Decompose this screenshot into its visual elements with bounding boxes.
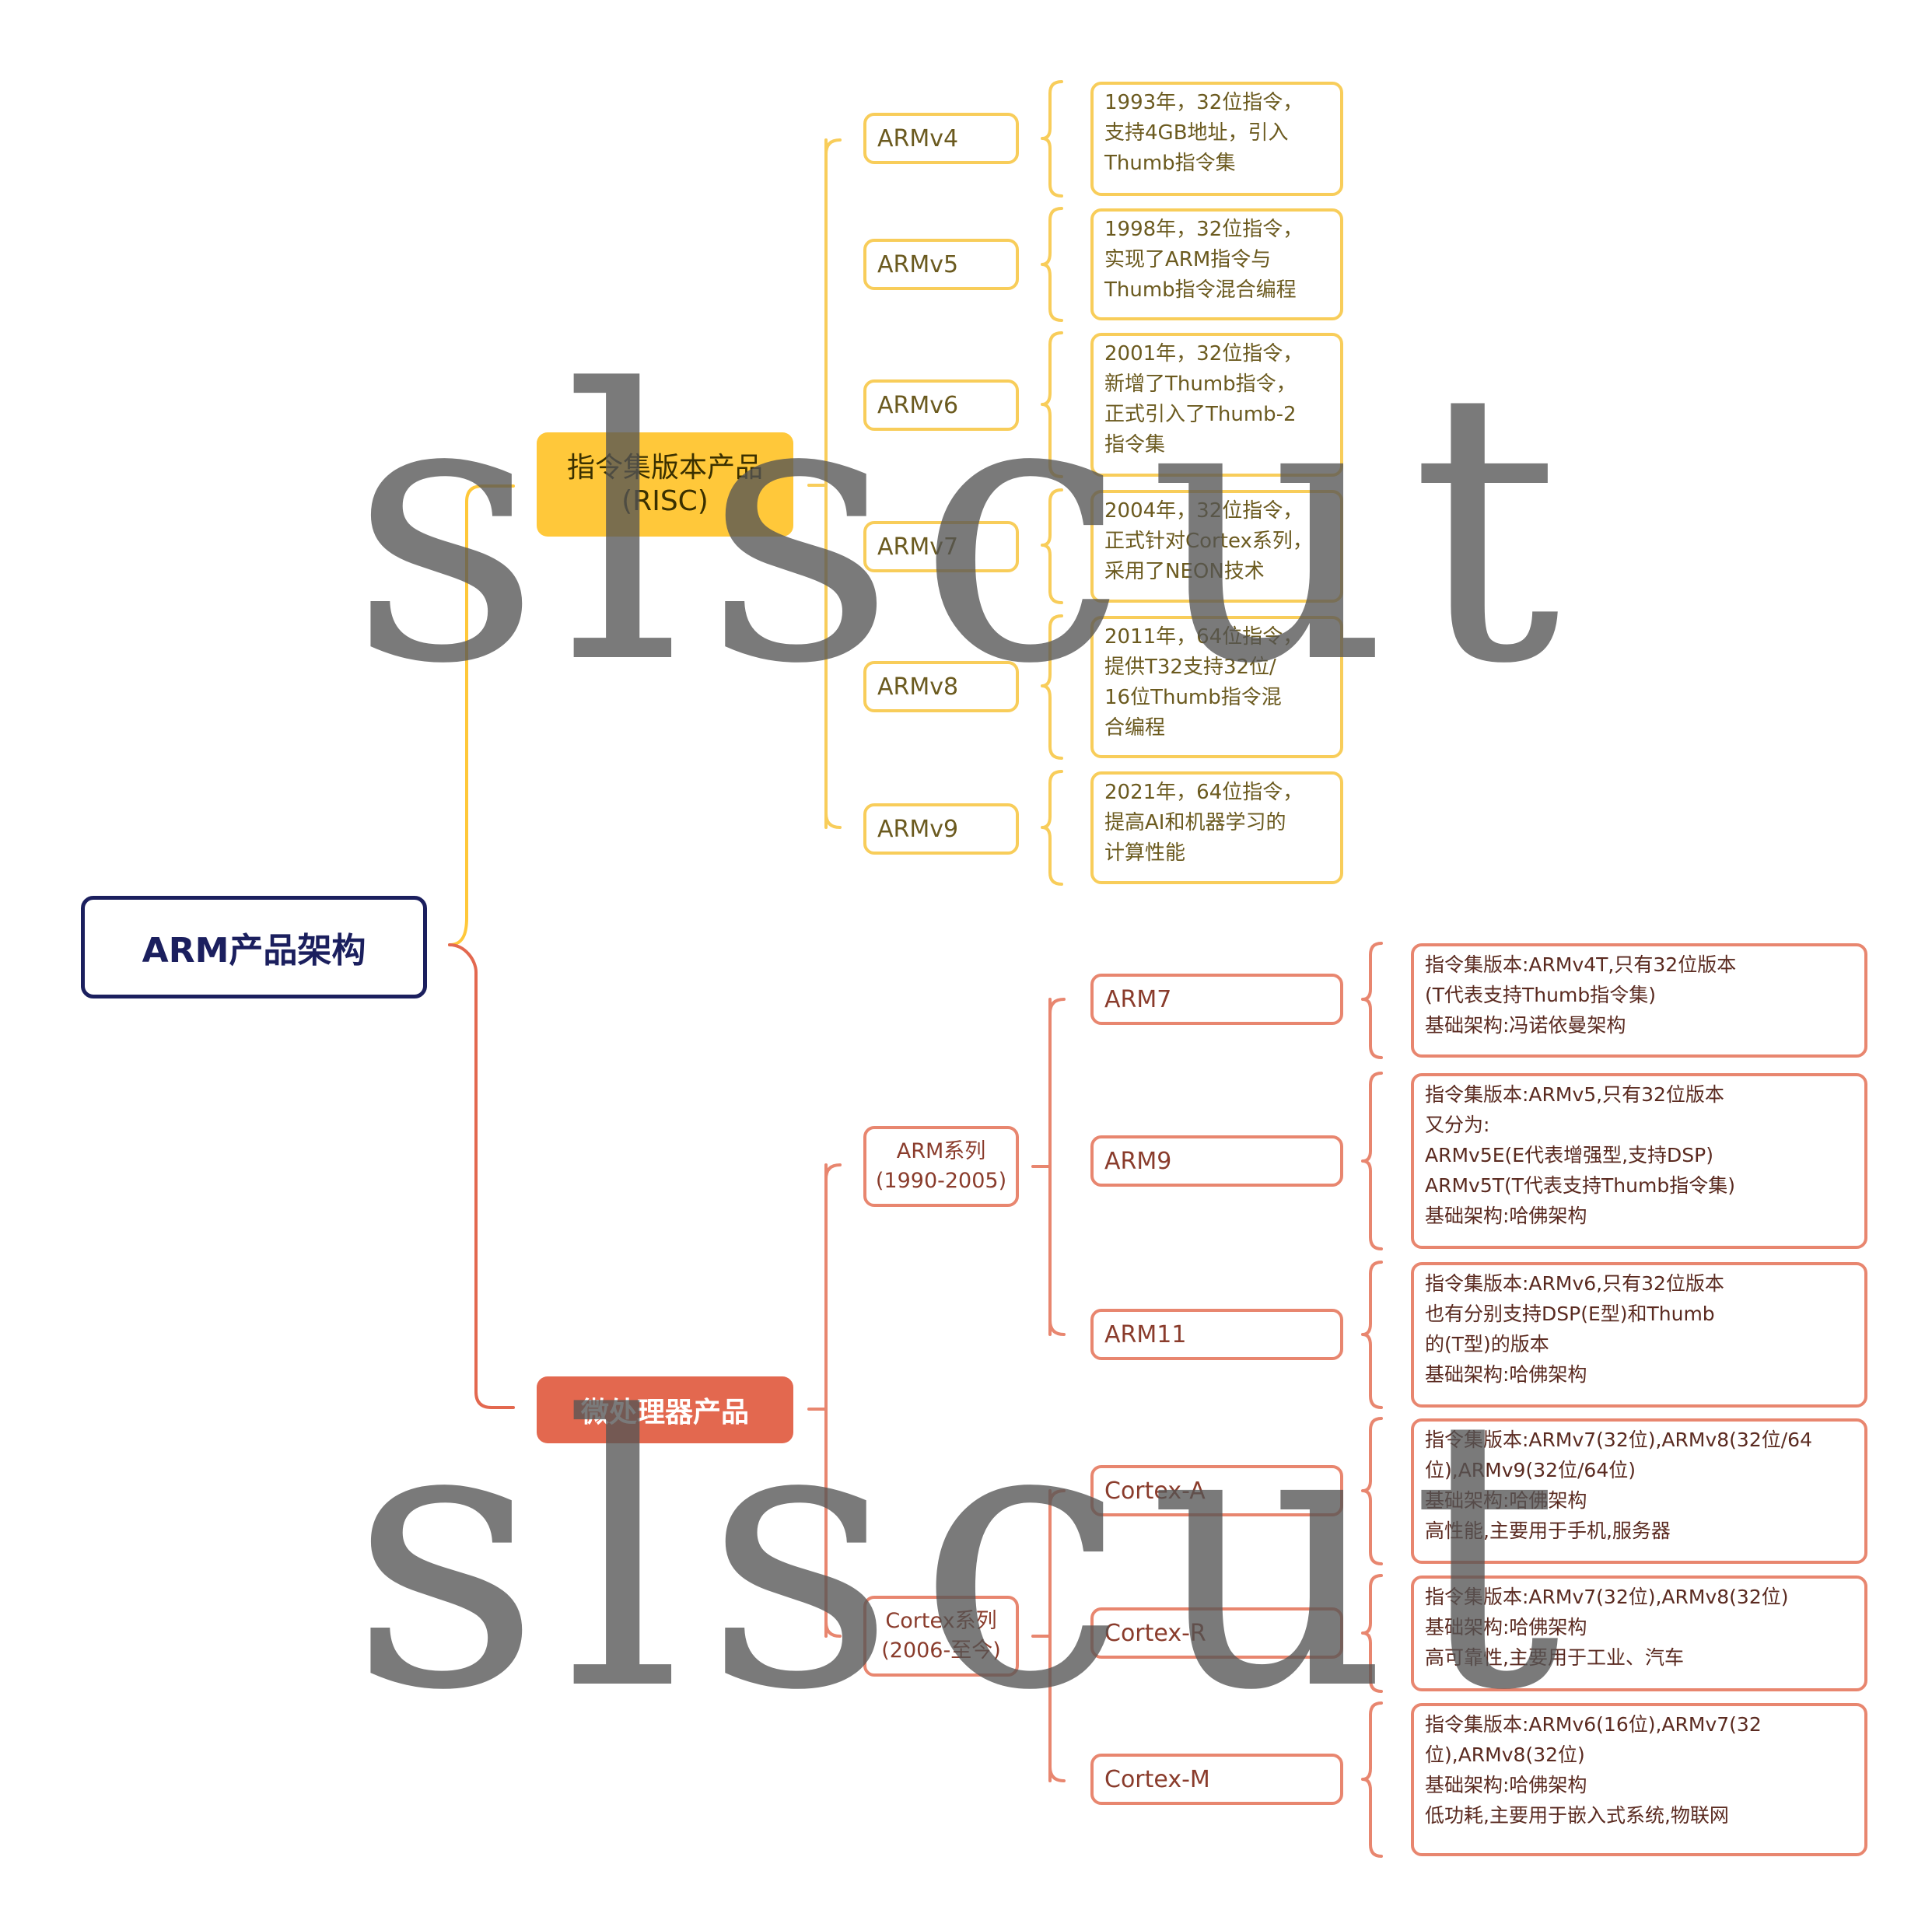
series-label-line: (1990-2005) [875,1169,1007,1193]
version-armv5[interactable]: ARMv5 [863,239,1019,290]
root-node[interactable]: ARM产品架构 [81,896,427,998]
chip-label: ARM7 [1104,985,1172,1013]
version-armv8[interactable]: ARMv8 [863,661,1019,712]
chip-arm9[interactable]: ARM9 [1090,1135,1343,1187]
desc-line: 新增了Thumb指令， [1104,372,1297,396]
desc-line: 指令集版本:ARMv5,只有32位版本 [1425,1083,1724,1106]
desc-line: 合编程 [1104,716,1166,740]
chip-label: ARM11 [1104,1320,1187,1348]
version-label: ARMv4 [877,124,959,152]
series-label-line: ARM系列 [896,1139,986,1163]
chip-arm11[interactable]: ARM11 [1090,1309,1343,1360]
desc-line: 指令集 [1104,433,1166,456]
version-label: ARMv8 [877,673,959,701]
chip-desc-cortex-a: 指令集版本:ARMv7(32位),ARMv8(32位/64 位),ARMv9(3… [1411,1418,1867,1564]
series-label-line: Cortex系列 [885,1609,997,1633]
desc-line: 位),ARMv9(32位/64位) [1425,1459,1636,1481]
desc-line: 高可靠性,主要用于工业、汽车 [1425,1646,1684,1669]
desc-line: 2004年，32位指令， [1104,499,1304,523]
desc-line: 基础架构:哈佛架构 [1425,1489,1587,1512]
version-label: ARMv7 [877,533,959,561]
chip-label: Cortex-A [1104,1477,1206,1505]
desc-line: 提供T32支持32位/ [1104,656,1276,679]
desc-line: 实现了ARM指令与 [1104,248,1272,271]
desc-line: Thumb指令混合编程 [1104,278,1297,302]
connector-root-to-micro [448,943,515,1409]
chip-label: Cortex-M [1104,1765,1210,1793]
desc-line: 低功耗,主要用于嵌入式系统,物联网 [1425,1804,1729,1827]
chip-cortex-m[interactable]: Cortex-M [1090,1754,1343,1805]
desc-line: ARMv5T(T代表支持Thumb指令集) [1425,1174,1735,1197]
chip-arm7[interactable]: ARM7 [1090,974,1343,1025]
desc-line: 支持4GB地址，引入 [1104,121,1289,145]
desc-line: 又分为: [1425,1114,1490,1136]
chip-desc-cortex-r: 指令集版本:ARMv7(32位),ARMv8(32位) 基础架构:哈佛架构 高可… [1411,1576,1867,1691]
version-label: ARMv5 [877,250,959,278]
series-cortex[interactable]: Cortex系列 (2006-至今) [863,1596,1019,1677]
desc-line: 高性能,主要用于手机,服务器 [1425,1520,1671,1542]
desc-line: 1993年，32位指令， [1104,91,1304,114]
version-desc-armv9: 2021年，64位指令， 提高AI和机器学习的 计算性能 [1090,771,1343,884]
desc-line: 位),ARMv8(32位) [1425,1743,1585,1766]
version-desc-armv5: 1998年，32位指令， 实现了ARM指令与 Thumb指令混合编程 [1090,208,1343,320]
desc-line: 计算性能 [1104,841,1186,865]
version-desc-armv4: 1993年，32位指令， 支持4GB地址，引入 Thumb指令集 [1090,82,1343,196]
desc-line: 1998年，32位指令， [1104,218,1304,241]
desc-line: 正式针对Cortex系列， [1104,530,1313,553]
version-armv4[interactable]: ARMv4 [863,113,1019,164]
desc-line: 基础架构:哈佛架构 [1425,1363,1587,1386]
desc-line: 采用了NEON技术 [1104,560,1265,583]
chip-label: ARM9 [1104,1147,1172,1175]
desc-line: 16位Thumb指令混 [1104,686,1282,709]
branch-isa-products[interactable]: 指令集版本产品 (RISC) [537,432,793,537]
chip-cortex-r[interactable]: Cortex-R [1090,1607,1343,1659]
branch-label-line: (RISC) [621,485,709,517]
version-desc-armv6: 2001年，32位指令， 新增了Thumb指令， 正式引入了Thumb-2 指令… [1090,333,1343,477]
desc-line: 的(T型)的版本 [1425,1333,1549,1355]
chip-desc-arm7: 指令集版本:ARMv4T,只有32位版本 (T代表支持Thumb指令集) 基础架… [1411,943,1867,1058]
version-label: ARMv9 [877,815,959,843]
desc-line: Thumb指令集 [1104,152,1236,175]
desc-line: (T代表支持Thumb指令集) [1425,984,1656,1006]
branch-label-line: 指令集版本产品 [566,451,763,484]
desc-line: 指令集版本:ARMv7(32位),ARMv8(32位) [1425,1586,1789,1608]
series-arm[interactable]: ARM系列 (1990-2005) [863,1126,1019,1207]
desc-line: 正式引入了Thumb-2 [1104,403,1297,426]
branch-label: 微处理器产品 [580,1397,749,1429]
root-label: ARM产品架构 [142,931,366,970]
desc-line: ARMv5E(E代表增强型,支持DSP) [1425,1144,1713,1166]
connector-root-to-isa [448,484,515,946]
desc-line: 也有分别支持DSP(E型)和Thumb [1425,1303,1715,1325]
chip-cortex-a[interactable]: Cortex-A [1090,1465,1343,1516]
desc-line: 指令集版本:ARMv6(16位),ARMv7(32 [1425,1713,1762,1736]
chip-label: Cortex-R [1104,1619,1206,1647]
desc-line: 提高AI和机器学习的 [1104,811,1286,834]
desc-line: 指令集版本:ARMv7(32位),ARMv8(32位/64 [1425,1429,1812,1451]
version-desc-armv8: 2011年，64位指令， 提供T32支持32位/ 16位Thumb指令混 合编程 [1090,616,1343,758]
version-armv7[interactable]: ARMv7 [863,521,1019,572]
desc-line: 指令集版本:ARMv6,只有32位版本 [1425,1272,1724,1295]
desc-line: 指令集版本:ARMv4T,只有32位版本 [1425,953,1737,976]
desc-line: 2001年，32位指令， [1104,342,1304,365]
desc-line: 基础架构:哈佛架构 [1425,1205,1587,1227]
desc-line: 基础架构:哈佛架构 [1425,1616,1587,1638]
version-armv9[interactable]: ARMv9 [863,803,1019,855]
version-desc-armv7: 2004年，32位指令， 正式针对Cortex系列， 采用了NEON技术 [1090,490,1343,603]
chip-desc-arm9: 指令集版本:ARMv5,只有32位版本 又分为: ARMv5E(E代表增强型,支… [1411,1073,1867,1249]
desc-line: 基础架构:哈佛架构 [1425,1774,1587,1796]
desc-line: 2011年，64位指令， [1104,625,1304,649]
branch-microprocessor-products[interactable]: 微处理器产品 [537,1376,793,1443]
desc-line: 基础架构:冯诺依曼架构 [1425,1014,1626,1037]
version-armv6[interactable]: ARMv6 [863,379,1019,431]
series-label-line: (2006-至今) [881,1638,1001,1663]
desc-line: 2021年，64位指令， [1104,781,1304,804]
chip-desc-cortex-m: 指令集版本:ARMv6(16位),ARMv7(32 位),ARMv8(32位) … [1411,1703,1867,1856]
version-label: ARMv6 [877,391,959,419]
chip-desc-arm11: 指令集版本:ARMv6,只有32位版本 也有分别支持DSP(E型)和Thumb … [1411,1262,1867,1408]
